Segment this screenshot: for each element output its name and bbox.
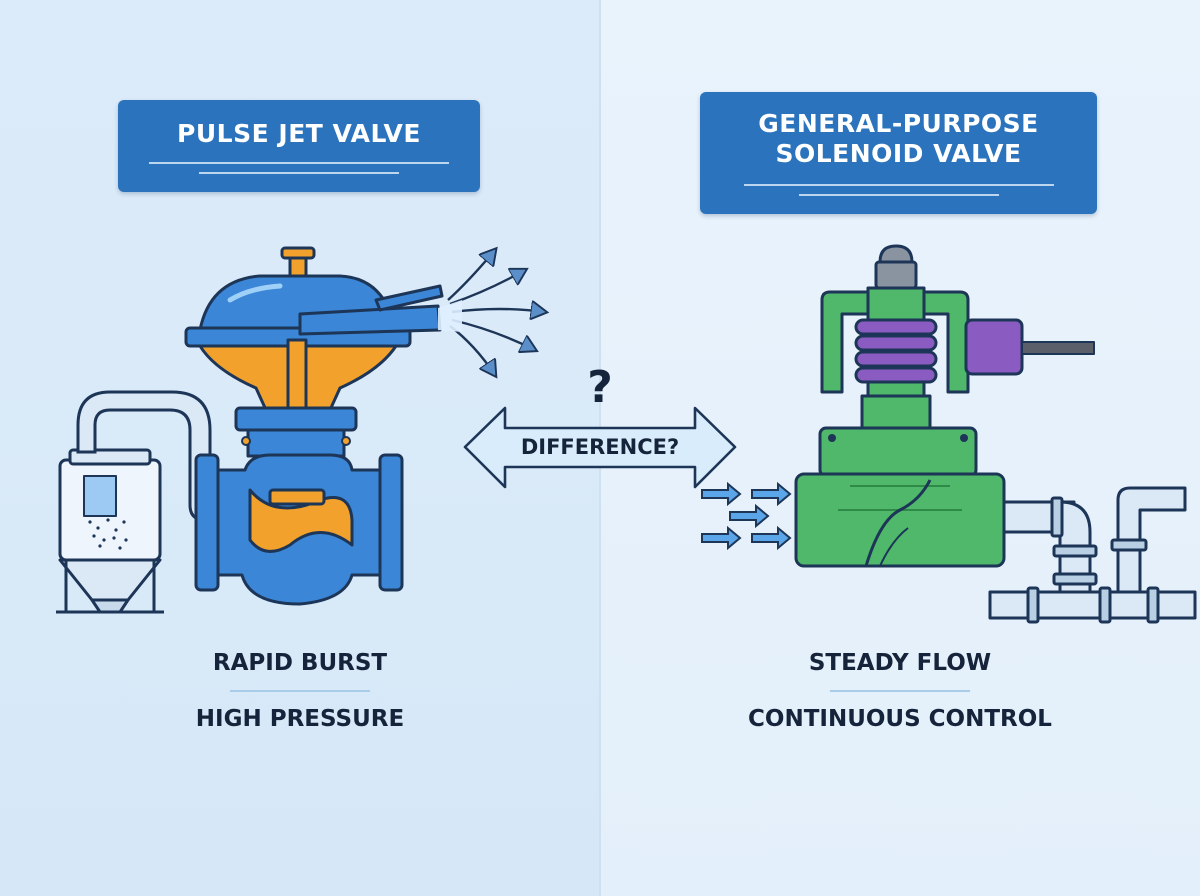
high-pressure-caption: HIGH PRESSURE — [195, 706, 405, 732]
inlet-flow-arrows — [701, 481, 792, 551]
difference-label: DIFFERENCE? — [520, 435, 680, 459]
outlet-pipes — [988, 486, 1197, 624]
pulse-jet-valve-title: PULSE JET VALVE — [118, 100, 480, 192]
comparison-arrow — [463, 406, 737, 489]
caption-divider — [830, 690, 970, 692]
solenoid-valve-title-line2: SOLENOID VALVE — [775, 139, 1022, 168]
title-underline — [743, 184, 1054, 186]
solenoid-valve-icon — [794, 244, 1095, 568]
solenoid-valve-title-line1: GENERAL-PURPOSE — [758, 109, 1039, 138]
air-jet — [438, 300, 462, 332]
steady-flow-caption: STEADY FLOW — [808, 650, 992, 676]
dust-collector-icon — [56, 448, 164, 614]
continuous-control-caption: CONTINUOUS CONTROL — [748, 706, 1052, 732]
pulse-jet-valve-icon — [184, 246, 444, 606]
title-underline — [798, 194, 999, 196]
burst-arrows — [447, 250, 545, 375]
title-underline — [149, 162, 449, 164]
title-underline — [199, 172, 399, 174]
pulse-jet-valve-title-text: PULSE JET VALVE — [177, 119, 421, 148]
rapid-burst-caption: RAPID BURST — [212, 650, 388, 676]
caption-divider — [230, 690, 370, 692]
question-mark: ? — [587, 362, 613, 413]
solenoid-valve-title: GENERAL-PURPOSE SOLENOID VALVE — [700, 92, 1097, 214]
